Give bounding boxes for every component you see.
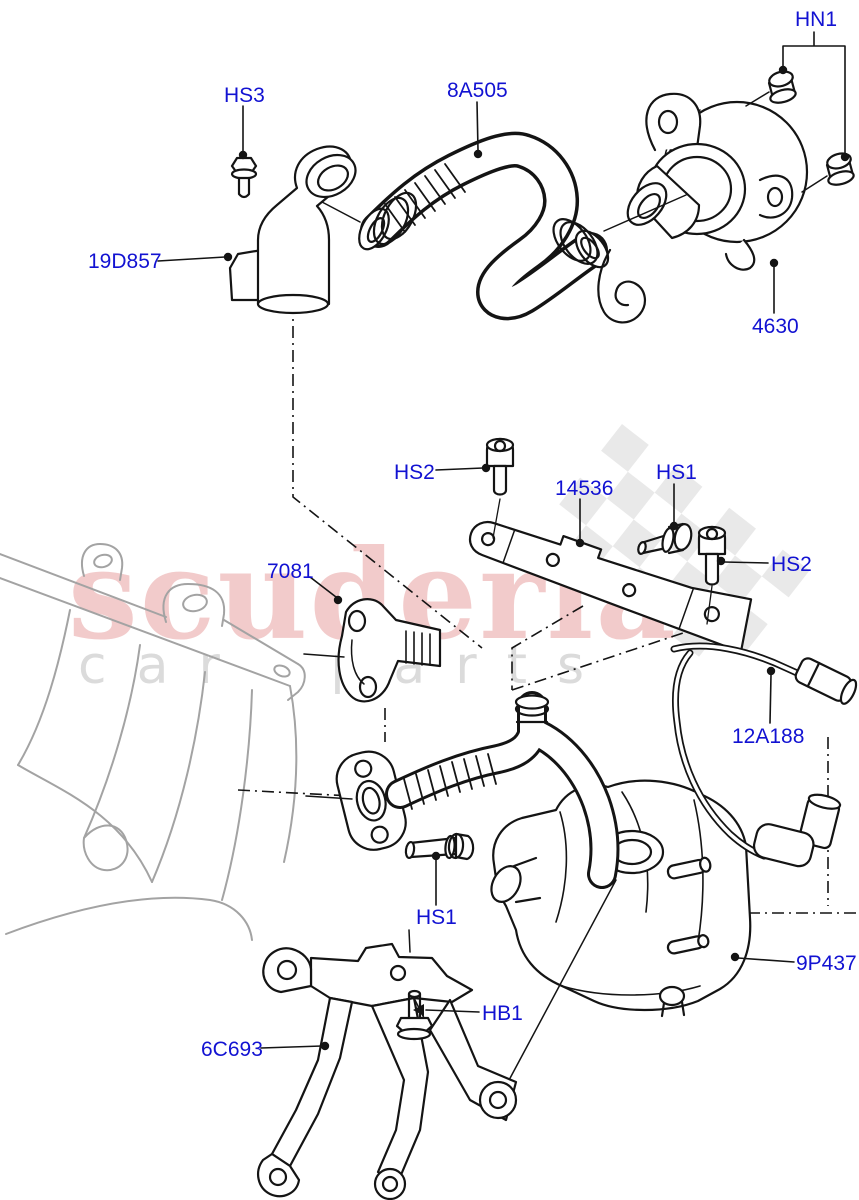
support-bracket-drawing — [468, 520, 753, 654]
watermark-subtext: car parts — [78, 636, 615, 696]
part-label-9P437[interactable]: 9P437 — [796, 952, 857, 975]
leader-lines — [157, 31, 846, 1049]
bolt-hs3-drawing — [230, 156, 258, 199]
part-label-HS1-top[interactable]: HS1 — [656, 461, 697, 484]
part-label-14536[interactable]: 14536 — [555, 477, 614, 500]
bolt-hb1-drawing — [395, 989, 434, 1041]
part-label-HS2-left[interactable]: HS2 — [394, 461, 435, 484]
egr-tube-drawing — [385, 691, 620, 889]
bolt-hs2-right-drawing — [697, 525, 727, 586]
egr-valve-unit-drawing — [490, 779, 752, 1083]
part-label-HS2-right[interactable]: HS2 — [771, 553, 812, 576]
mounting-bracket-drawing — [257, 929, 518, 1200]
coolant-hose-drawing — [358, 131, 646, 324]
part-label-8A505[interactable]: 8A505 — [447, 79, 508, 102]
part-label-HN1[interactable]: HN1 — [795, 8, 838, 31]
bolt-hs2-left-drawing — [485, 437, 515, 539]
part-label-6C693[interactable]: 6C693 — [201, 1038, 263, 1061]
sensor-wire-drawing — [670, 642, 858, 868]
part-label-HS1-lower[interactable]: HS1 — [416, 906, 457, 929]
callout-dots — [223, 65, 850, 1051]
egr-flange-drawing — [305, 750, 407, 851]
phantom-assembly-lines — [237, 302, 856, 914]
part-label-HB1[interactable]: HB1 — [482, 1002, 523, 1025]
part-label-7081[interactable]: 7081 — [267, 560, 314, 583]
part-label-12A188[interactable]: 12A188 — [732, 725, 805, 748]
nut-hn1-drawing — [767, 70, 855, 186]
auxiliary-water-pump-drawing — [603, 91, 828, 271]
bolt-guide-line — [706, 585, 713, 625]
breather-elbow-drawing — [228, 145, 361, 315]
part-label-HS3[interactable]: HS3 — [224, 84, 265, 107]
part-label-19D857[interactable]: 19D857 — [88, 250, 162, 273]
engine-block-drawing — [0, 543, 306, 941]
bolt-hs1-lower-drawing — [404, 832, 475, 861]
coolant-temp-sensor-drawing — [303, 598, 442, 703]
part-label-4630[interactable]: 4630 — [752, 315, 799, 338]
